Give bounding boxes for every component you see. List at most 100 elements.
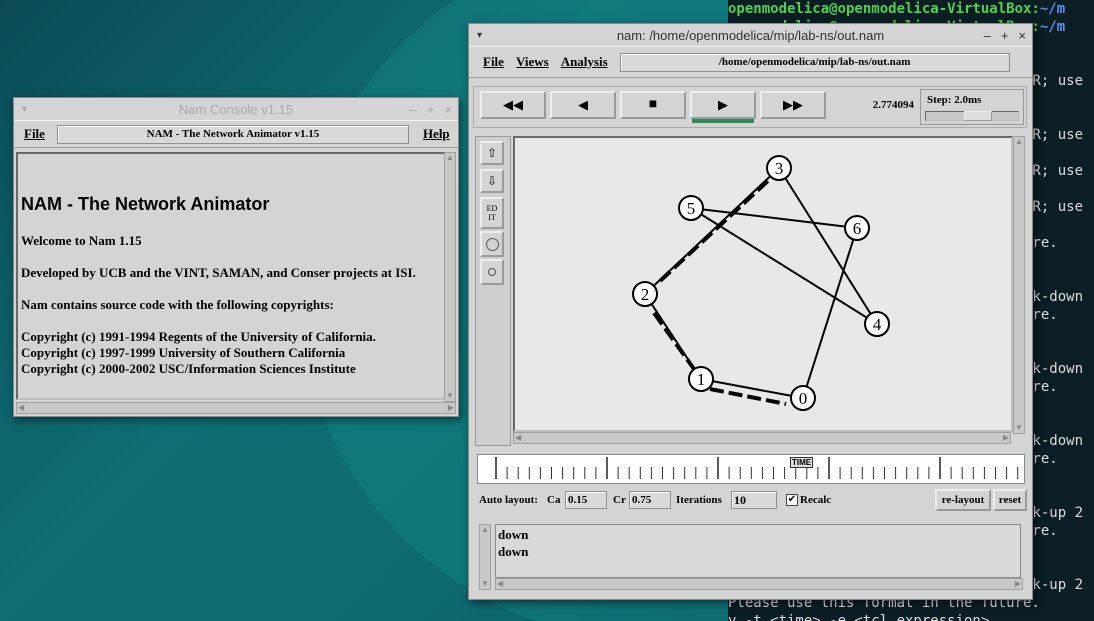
node-0[interactable]: 0 [790, 385, 816, 411]
reset-button[interactable]: reset [993, 489, 1027, 511]
node-4[interactable]: 4 [864, 311, 890, 337]
node-circle[interactable] [632, 281, 658, 307]
node-6[interactable]: 6 [844, 215, 870, 241]
console-copyright-1: Copyright (c) 1991-1994 Regents of the U… [21, 329, 376, 344]
node-2[interactable]: 2 [632, 281, 658, 307]
recalc-label: Recalc [800, 494, 832, 506]
link-3-4[interactable] [778, 167, 878, 325]
node-circle[interactable] [766, 155, 792, 181]
terminal-line: nk-up 2 [1024, 577, 1084, 593]
link-5-6[interactable] [690, 207, 858, 229]
ca-input[interactable]: 0.15 [565, 491, 607, 509]
console-text-area[interactable]: NAM - The Network Animator Welcome to Na… [16, 152, 446, 400]
console-vertical-scrollbar[interactable]: ▲ ▼ [444, 152, 456, 402]
nam-menu-analysis[interactable]: Analysis [560, 54, 608, 69]
node-circle[interactable] [844, 215, 870, 241]
console-menu-file[interactable]: File [24, 126, 45, 141]
log-horizontal-scrollbar[interactable]: ◀ ▶ [495, 578, 1023, 590]
step-slider[interactable] [925, 111, 1019, 121]
scroll-up-icon[interactable]: ▲ [481, 525, 489, 534]
node-circle[interactable] [678, 195, 704, 221]
timeline[interactable]: TIME [477, 454, 1025, 484]
nam-menu-views[interactable]: Views [515, 54, 549, 69]
terminal-line: nk-down [1024, 361, 1084, 377]
console-welcome: Welcome to Nam 1.15 [21, 233, 142, 248]
recalc-checkbox[interactable]: ✔ [786, 494, 798, 506]
close-icon[interactable]: × [444, 101, 452, 117]
window-menu-icon[interactable]: ▾ [22, 103, 28, 115]
zoom-out-button[interactable]: ⇩ [480, 169, 504, 193]
nam-file-path: /home/openmodelica/mip/lab-ns/out.nam [619, 52, 1010, 72]
playback-toolbar: ◀◀ ◀ ■ ▶ ▶▶ 2.774094 Step: 2.0ms [473, 86, 1027, 128]
maximize-icon[interactable]: + [1000, 27, 1009, 43]
node-circle[interactable] [688, 366, 714, 392]
console-copyright-3: Copyright (c) 2000-2002 USC/Information … [21, 361, 356, 376]
network-graph[interactable]: 0 1 2 3 4 5 6 [515, 138, 1011, 430]
maximize-icon[interactable]: + [426, 101, 435, 117]
canvas-vertical-scrollbar[interactable]: ▲ ▼ [1013, 136, 1025, 434]
minimize-icon[interactable]: – [409, 101, 417, 117]
stop-button[interactable]: ■ [620, 91, 686, 119]
node-1[interactable]: 1 [688, 366, 714, 392]
node-3[interactable]: 3 [766, 155, 792, 181]
node-tool-button[interactable] [480, 231, 504, 257]
close-icon[interactable]: × [1018, 27, 1026, 43]
console-copyright-intro: Nam contains source code with the follow… [21, 297, 334, 312]
terminal-prompt-user: openmodelica@openmodelica-VirtualBox: [728, 1, 1040, 17]
step-slider-handle[interactable] [964, 111, 992, 121]
scroll-right-icon[interactable]: ▶ [1014, 579, 1021, 588]
packet-flow [652, 311, 696, 371]
rewind-button[interactable]: ◀ [550, 91, 616, 119]
node-label: 2 [641, 285, 650, 304]
console-horizontal-scrollbar[interactable]: ◀ ▶ [16, 402, 456, 414]
nam-menu-file[interactable]: File [483, 54, 504, 69]
window-menu-icon[interactable]: ▾ [477, 29, 483, 41]
console-menu-help[interactable]: Help [422, 126, 450, 141]
iterations-input[interactable]: 10 [731, 491, 777, 509]
small-node-tool-button[interactable] [480, 259, 504, 285]
play-active-indicator [692, 119, 754, 123]
link-0-1[interactable] [700, 378, 804, 399]
nam-main-window: ▾ nam: /home/openmodelica/mip/lab-ns/out… [468, 23, 1033, 600]
network-canvas[interactable]: 0 1 2 3 4 5 6 [513, 136, 1013, 432]
terminal-line: openmodelica@openmodelica-VirtualBox:~/m [728, 0, 1094, 18]
scroll-up-icon[interactable]: ▲ [1015, 137, 1023, 146]
iterations-label: Iterations [676, 494, 722, 506]
terminal-prompt-path: ~/m [1039, 1, 1066, 17]
annotation-log[interactable]: down down [495, 524, 1021, 578]
canvas-horizontal-scrollbar[interactable]: ◀ ▶ [513, 432, 1011, 444]
fast-rewind-button[interactable]: ◀◀ [480, 91, 546, 119]
scroll-left-icon[interactable]: ◀ [497, 579, 504, 588]
node-circle[interactable] [790, 385, 816, 411]
zoom-in-button[interactable]: ⇧ [480, 141, 504, 165]
nam-menubar: File Views Analysis /home/openmodelica/m… [469, 46, 1032, 78]
nam-console-window: ▾ Nam Console v1.15 – + × File NAM - The… [13, 97, 459, 417]
terminal-line: nk-down [1024, 289, 1084, 305]
console-banner: NAM - The Network Animator v1.15 [56, 124, 409, 144]
link-0-6[interactable] [802, 227, 858, 399]
edit-button[interactable]: ED IT [480, 197, 504, 229]
scroll-up-icon[interactable]: ▲ [446, 153, 454, 162]
terminal-prompt-path: ~/m [1039, 19, 1066, 35]
cr-input[interactable]: 0.75 [629, 491, 671, 509]
console-heading: NAM - The Network Animator [21, 194, 270, 214]
play-button[interactable]: ▶ [690, 91, 756, 119]
link-5-4[interactable] [690, 207, 878, 325]
relayout-button[interactable]: re-layout [935, 489, 991, 511]
packet-flow [658, 177, 772, 283]
fast-forward-button[interactable]: ▶▶ [760, 91, 826, 119]
timeline-marker[interactable]: TIME [790, 457, 814, 468]
scroll-down-icon[interactable]: ▼ [446, 391, 454, 400]
node-5[interactable]: 5 [678, 195, 704, 221]
console-titlebar[interactable]: ▾ Nam Console v1.15 – + × [14, 98, 458, 120]
node-circle[interactable] [864, 311, 890, 337]
scroll-left-icon[interactable]: ◀ [18, 403, 25, 412]
log-vertical-scrollbar[interactable]: ▲ ▼ [479, 524, 491, 590]
scroll-right-icon[interactable]: ▶ [1002, 433, 1009, 442]
scroll-right-icon[interactable]: ▶ [447, 403, 454, 412]
scroll-left-icon[interactable]: ◀ [515, 433, 522, 442]
scroll-down-icon[interactable]: ▼ [1015, 423, 1023, 432]
minimize-icon[interactable]: – [983, 27, 991, 43]
scroll-down-icon[interactable]: ▼ [481, 579, 489, 588]
nam-titlebar[interactable]: ▾ nam: /home/openmodelica/mip/lab-ns/out… [469, 24, 1032, 46]
